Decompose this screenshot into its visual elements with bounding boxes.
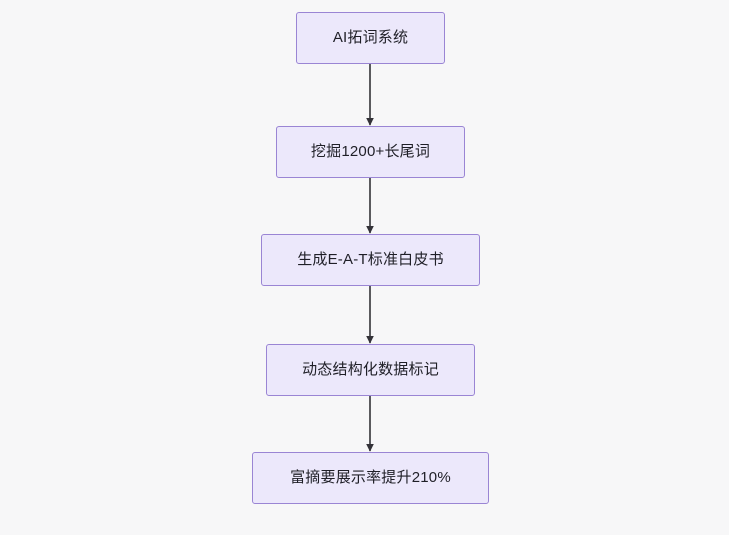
flow-node-n3[interactable]: 生成E-A-T标准白皮书 xyxy=(261,234,480,286)
flow-node-label: 富摘要展示率提升210% xyxy=(290,469,451,486)
flow-node-n2[interactable]: 挖掘1200+长尾词 xyxy=(276,126,465,178)
flow-node-label: 动态结构化数据标记 xyxy=(302,361,439,378)
flow-node-label: 挖掘1200+长尾词 xyxy=(310,143,431,160)
flow-node-n1[interactable]: AI拓词系统 xyxy=(296,12,445,64)
flow-node-n4[interactable]: 动态结构化数据标记 xyxy=(266,344,475,396)
flow-node-label: 生成E-A-T标准白皮书 xyxy=(297,251,444,268)
flow-node-n5[interactable]: 富摘要展示率提升210% xyxy=(252,452,489,504)
flow-node-label: AI拓词系统 xyxy=(332,29,409,46)
